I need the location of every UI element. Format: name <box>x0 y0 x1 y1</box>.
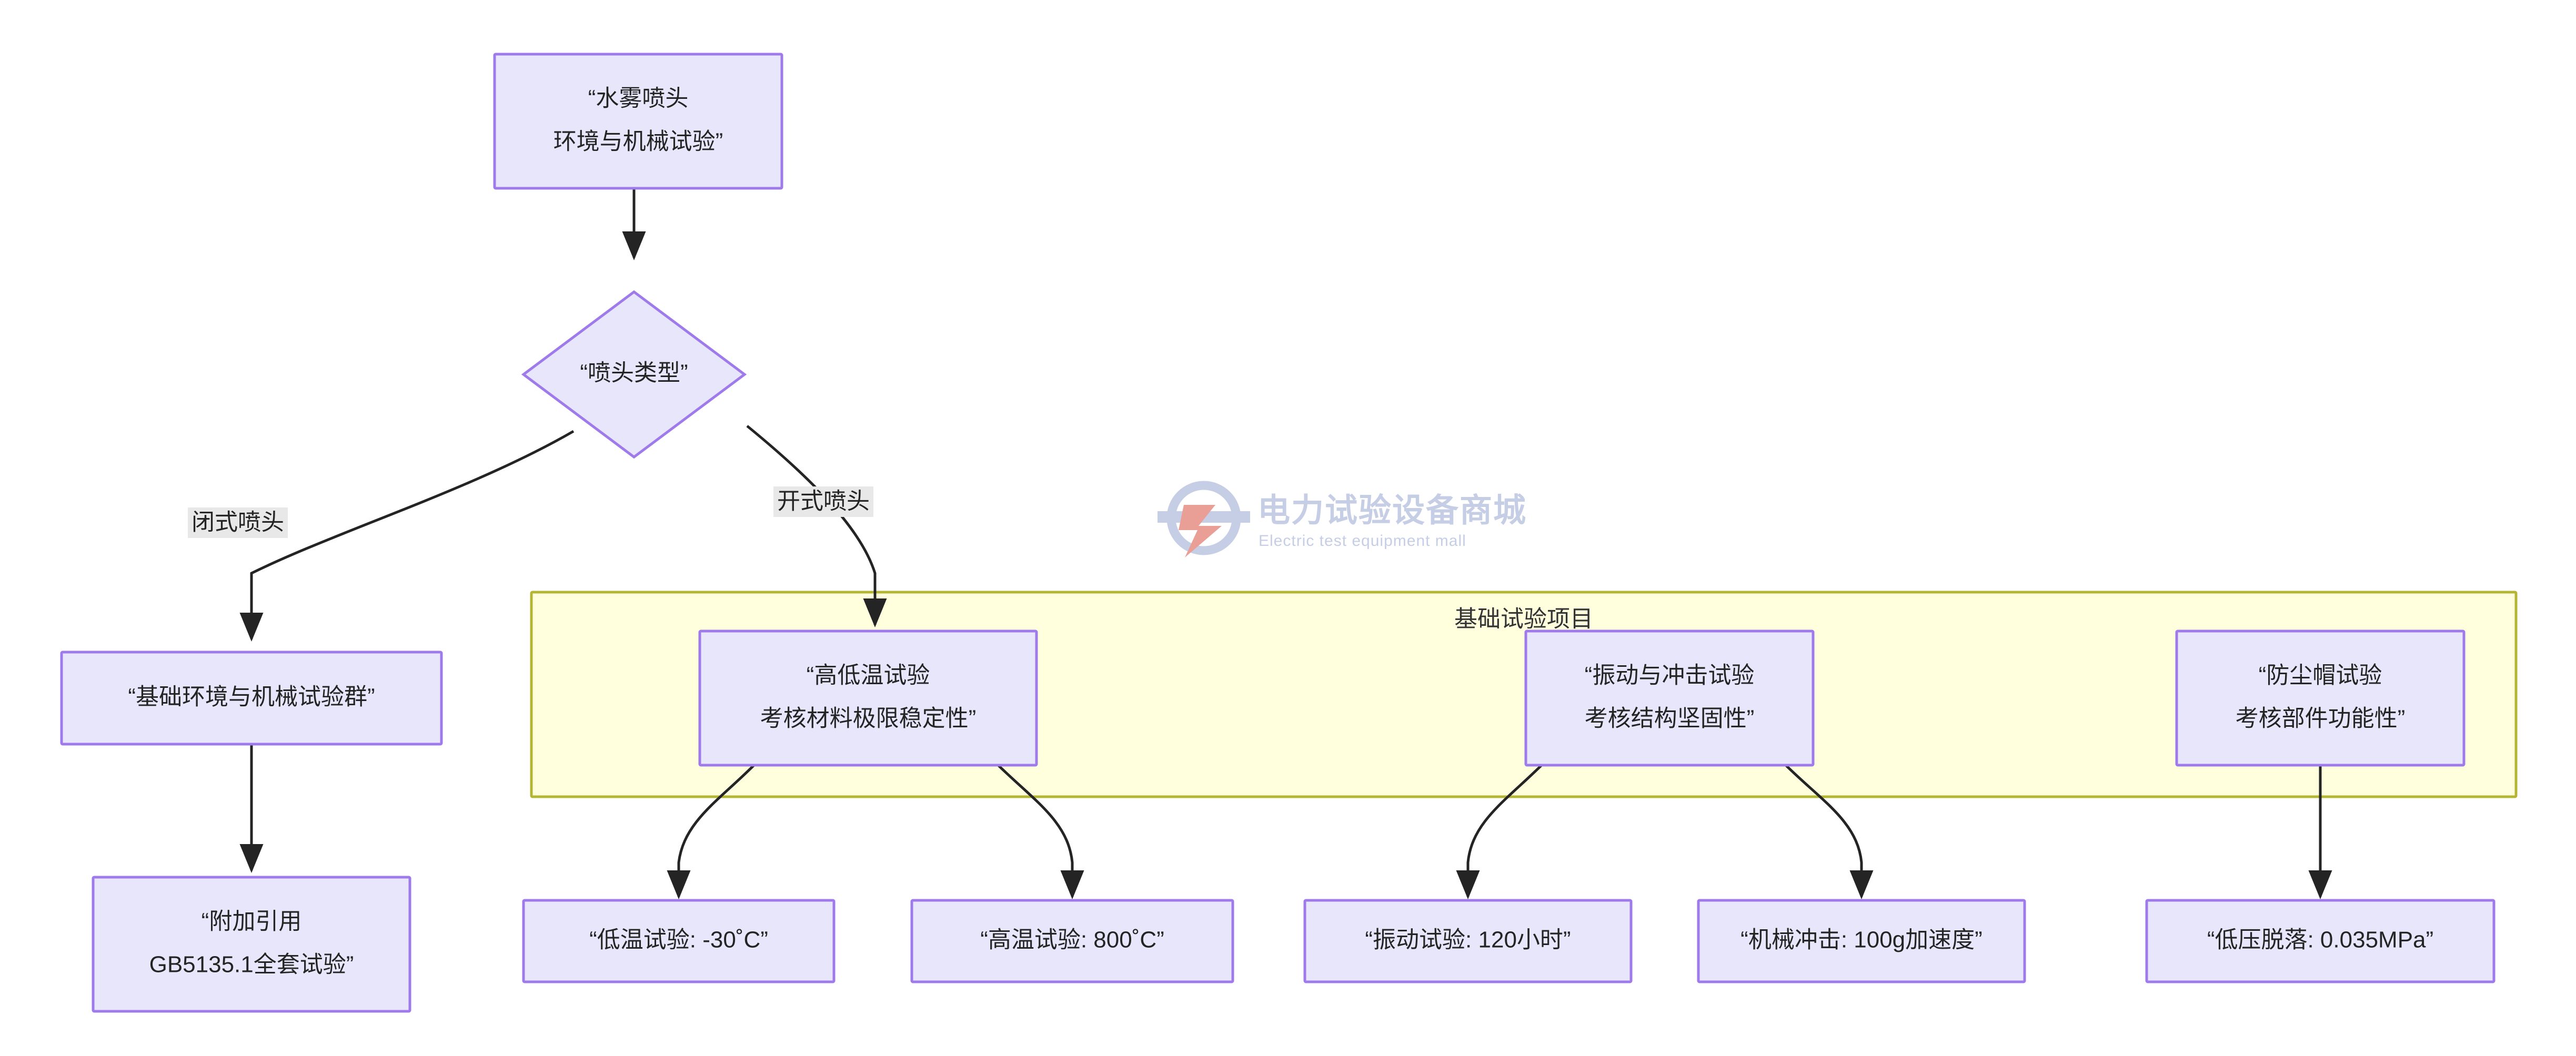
edge-label-open: 开式喷头 <box>773 486 873 517</box>
node-closed-ref[interactable]: “附加引用 GB5135.1全套试验” <box>92 876 411 1013</box>
node-temp-test-line1: “高低温试验 <box>807 663 930 688</box>
node-high-temp[interactable]: “高温试验: 800˚C” <box>910 899 1234 983</box>
node-decision[interactable]: “喷头类型” <box>521 290 747 459</box>
node-root[interactable]: “水雾喷头 环境与机械试验” <box>493 53 783 190</box>
edge-vibe-to-vibration <box>1456 760 1546 899</box>
node-closed-ref-line2: GB5135.1全套试验” <box>149 952 354 978</box>
watermark: 电力试验设备商城 Electric test equipment mall <box>1158 481 1527 557</box>
node-closed-group-label: “基础环境与机械试验群” <box>128 684 375 710</box>
node-low-pressure-label: “低压脱落: 0.035MPa” <box>2207 927 2433 953</box>
node-low-pressure[interactable]: “低压脱落: 0.035MPa” <box>2145 899 2496 983</box>
node-shock[interactable]: “机械冲击: 100g加速度” <box>1697 899 2026 983</box>
node-closed-group[interactable]: “基础环境与机械试验群” <box>60 651 443 746</box>
edge-decision-to-closed-group <box>239 430 575 642</box>
edge-temp-to-high-temp <box>993 760 1084 899</box>
node-dustcap-test-line2: 考核部件功能性” <box>2236 706 2406 732</box>
node-closed-ref-line1: “附加引用 <box>202 909 302 935</box>
node-temp-test-line2: 考核材料极限稳定性” <box>760 706 977 732</box>
node-vibe-test-line2: 考核结构坚固性” <box>1585 706 1755 732</box>
node-temp-test[interactable]: “高低温试验 考核材料极限稳定性” <box>698 629 1038 767</box>
node-low-temp[interactable]: “低温试验: -30˚C” <box>522 899 836 983</box>
node-decision-label: “喷头类型” <box>580 360 688 386</box>
edge-temp-to-low-temp <box>667 760 759 899</box>
node-dustcap-test-line1: “防尘帽试验 <box>2259 663 2382 688</box>
edge-label-closed: 闭式喷头 <box>188 507 288 538</box>
edge-label-open-text: 开式喷头 <box>777 489 870 514</box>
node-vibration-label: “振动试验: 120小时” <box>1365 927 1571 953</box>
watermark-brand-en: Electric test equipment mall <box>1259 532 1466 550</box>
node-vibe-test-line1: “振动与冲击试验 <box>1585 663 1755 688</box>
node-vibration[interactable]: “振动试验: 120小时” <box>1303 899 1633 983</box>
node-vibe-test[interactable]: “振动与冲击试验 考核结构坚固性” <box>1524 629 1815 767</box>
cluster-title: 基础试验项目 <box>1454 606 1593 632</box>
node-dustcap-test[interactable]: “防尘帽试验 考核部件功能性” <box>2175 629 2466 767</box>
lightning-bolt-icon <box>1179 505 1222 557</box>
node-high-temp-label: “高温试验: 800˚C” <box>980 927 1164 953</box>
watermark-logo-icon <box>1158 481 1250 557</box>
edge-label-closed-text: 闭式喷头 <box>192 510 284 535</box>
node-root-line2: 环境与机械试验” <box>554 129 723 155</box>
node-shock-label: “机械冲击: 100g加速度” <box>1740 927 1983 953</box>
node-root-line1: “水雾喷头 <box>588 86 689 111</box>
watermark-brand-cn: 电力试验设备商城 <box>1257 492 1527 529</box>
node-low-temp-label: “低温试验: -30˚C” <box>589 927 768 953</box>
edge-vibe-to-shock <box>1781 760 1874 899</box>
